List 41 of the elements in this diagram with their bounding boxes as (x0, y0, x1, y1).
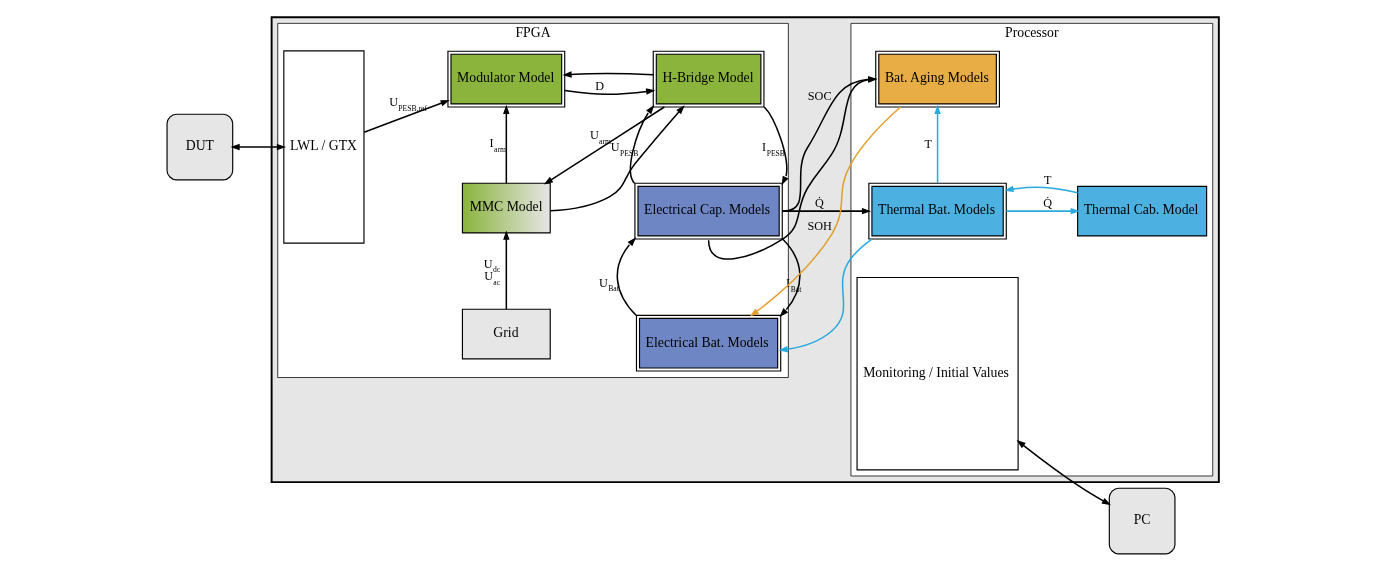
node-box: DUT (166, 113, 233, 181)
edge-label: T (924, 137, 932, 152)
arrow (561, 71, 654, 78)
arrow (1016, 439, 1111, 506)
arrow (763, 106, 789, 186)
edge-label: U$_{Bat}$ (598, 275, 619, 294)
arrow (781, 207, 871, 215)
arrow (933, 104, 941, 184)
edge-label: SOC (807, 88, 832, 103)
arrow (778, 238, 873, 353)
arrow (779, 238, 801, 318)
arrow (616, 237, 637, 317)
edge-label: Q̇ (814, 196, 824, 211)
arrow (502, 104, 510, 184)
node-box: LWL / GTX (282, 50, 365, 244)
arrow (549, 105, 685, 212)
cluster (270, 16, 1220, 484)
node-box: Thermal Cab. Model (1076, 185, 1207, 237)
arrow (230, 143, 286, 151)
arrow (1005, 207, 1080, 215)
edge-label: Q̇ (1042, 196, 1052, 211)
arrow (629, 105, 654, 185)
edge-label: T (1043, 173, 1052, 188)
arrow (782, 76, 877, 212)
arrow (362, 100, 450, 133)
edge-label: I$_{arm}$ (489, 136, 506, 154)
arrow (1003, 185, 1078, 194)
edge-label: U$_{dc}$ U$_{ac}$ (483, 256, 500, 287)
arrow (707, 76, 877, 260)
arrow (502, 230, 510, 310)
edge-label: U$_{PESB,ref}$ (388, 95, 427, 113)
edge-label: I$_{PESB}$ (761, 140, 785, 158)
node-box: Grid (461, 308, 551, 360)
node-box: PC (1108, 487, 1175, 555)
node-box: MMC Model (461, 182, 551, 234)
edge-label: SOH (806, 219, 832, 234)
arrow (543, 106, 665, 185)
edge-label: D (594, 78, 604, 93)
node-box: Monitoring / Initial Values (855, 276, 1019, 471)
arrow (749, 106, 901, 317)
arrow (563, 88, 655, 96)
